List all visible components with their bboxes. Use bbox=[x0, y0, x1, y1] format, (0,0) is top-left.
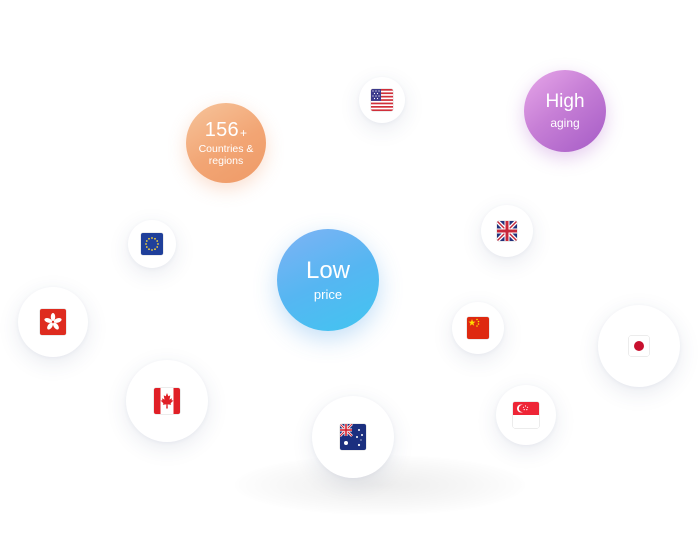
high-aging-title: High bbox=[545, 91, 585, 112]
sg-flag-bubble bbox=[496, 385, 556, 445]
uk-flag-icon bbox=[497, 221, 517, 241]
us-flag-bubble bbox=[359, 77, 405, 123]
au-flag-icon bbox=[340, 424, 366, 450]
countries-regions-badge: 156+ Countries & regions bbox=[186, 103, 266, 183]
eu-flag-bubble bbox=[128, 220, 176, 268]
high-aging-badge: High aging bbox=[524, 70, 606, 152]
ca-flag-icon bbox=[154, 388, 180, 414]
countries-label-line2: regions bbox=[208, 155, 244, 167]
cn-flag-bubble bbox=[452, 302, 504, 354]
low-price-title: Low bbox=[305, 257, 351, 284]
low-price-subtitle: price bbox=[313, 287, 343, 302]
ca-flag-bubble bbox=[126, 360, 208, 442]
hk-flag-icon bbox=[40, 309, 66, 335]
jp-flag-icon bbox=[629, 336, 649, 356]
countries-count: 156+ bbox=[204, 119, 248, 141]
countries-count-suffix: + bbox=[239, 126, 248, 140]
au-flag-bubble bbox=[312, 396, 394, 478]
cn-flag-icon bbox=[467, 317, 489, 339]
low-price-badge: Low price bbox=[277, 229, 379, 331]
jp-flag-bubble bbox=[598, 305, 680, 387]
uk-flag-bubble bbox=[481, 205, 533, 257]
countries-label-line1: Countries & bbox=[198, 143, 254, 155]
sg-flag-icon bbox=[513, 402, 539, 428]
high-aging-subtitle: aging bbox=[550, 116, 580, 130]
us-flag-icon bbox=[371, 89, 393, 111]
hk-flag-bubble bbox=[18, 287, 88, 357]
eu-flag-icon bbox=[141, 233, 163, 255]
